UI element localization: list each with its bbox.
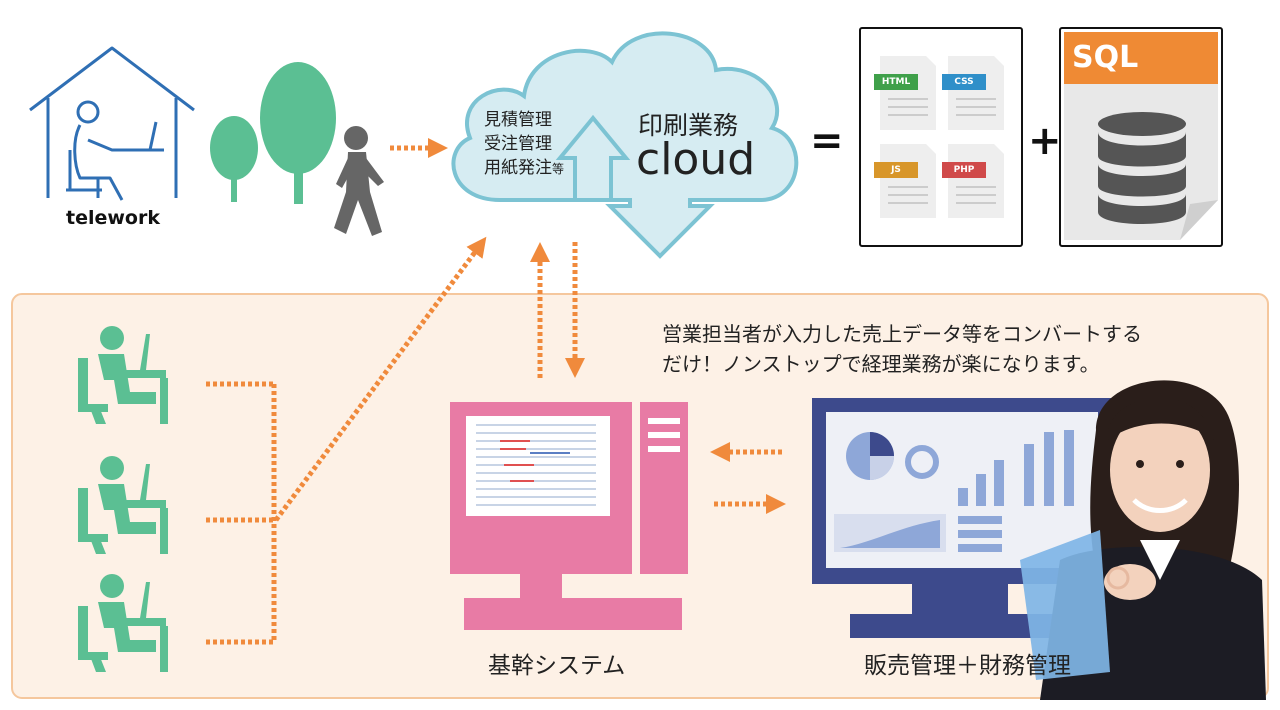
cloud-subtitle: cloud (636, 134, 756, 185)
css-file-label: CSS (954, 77, 974, 87)
smiling-woman-photo (1020, 380, 1266, 700)
arrow-workers-to-cloud (273, 236, 487, 522)
telework-house-icon (29, 46, 195, 201)
description-line-2: だけ！ノンストップで経理業務が楽になります。 (662, 352, 1100, 376)
walking-person-icon (334, 126, 384, 236)
worker-connector-bracket (206, 381, 277, 645)
telework-label: telework (66, 207, 160, 229)
office-worker-icon-1 (78, 326, 168, 424)
cloud-service-3: 用紙発注等 (484, 153, 564, 178)
css-file-icon (942, 56, 1004, 130)
html-file-icon (874, 56, 936, 130)
trees-icon (210, 62, 336, 204)
js-file-icon (874, 144, 936, 218)
dashboard-list-icon (958, 516, 1002, 552)
dashboard-area-chart-icon (834, 514, 946, 552)
php-file-label: PHP (953, 165, 975, 175)
php-file-icon (942, 144, 1004, 218)
database-icon (1098, 112, 1186, 224)
cloud-services-suffix: 等 (552, 162, 565, 176)
dashboard-bar-chart-icon (958, 430, 1074, 506)
screen-content-lines (476, 424, 596, 506)
dashboard-pie-chart-icon (846, 432, 939, 480)
core-system-label: 基幹システム (488, 653, 626, 679)
cloud-title: 印刷業務 (638, 111, 739, 140)
file-lines-decoration (888, 98, 996, 204)
plus-sign: + (1028, 118, 1062, 164)
description-line-1: 営業担当者が入力した売上データ等をコンバートする (662, 322, 1142, 346)
sql-label: SQL (1072, 40, 1139, 75)
equals-sign: = (810, 118, 844, 164)
cloud-shape (451, 31, 799, 259)
cloud-service-1: 見積管理 (484, 110, 552, 130)
cloud-service-3-text: 用紙発注 (484, 158, 552, 178)
html-file-label: HTML (881, 77, 911, 87)
sales-finance-label: 販売管理＋財務管理 (864, 653, 1071, 679)
office-worker-icon-3 (78, 574, 168, 672)
cloud-service-2: 受注管理 (484, 134, 552, 154)
js-file-label: JS (891, 165, 901, 175)
office-worker-icon-2 (78, 456, 168, 554)
